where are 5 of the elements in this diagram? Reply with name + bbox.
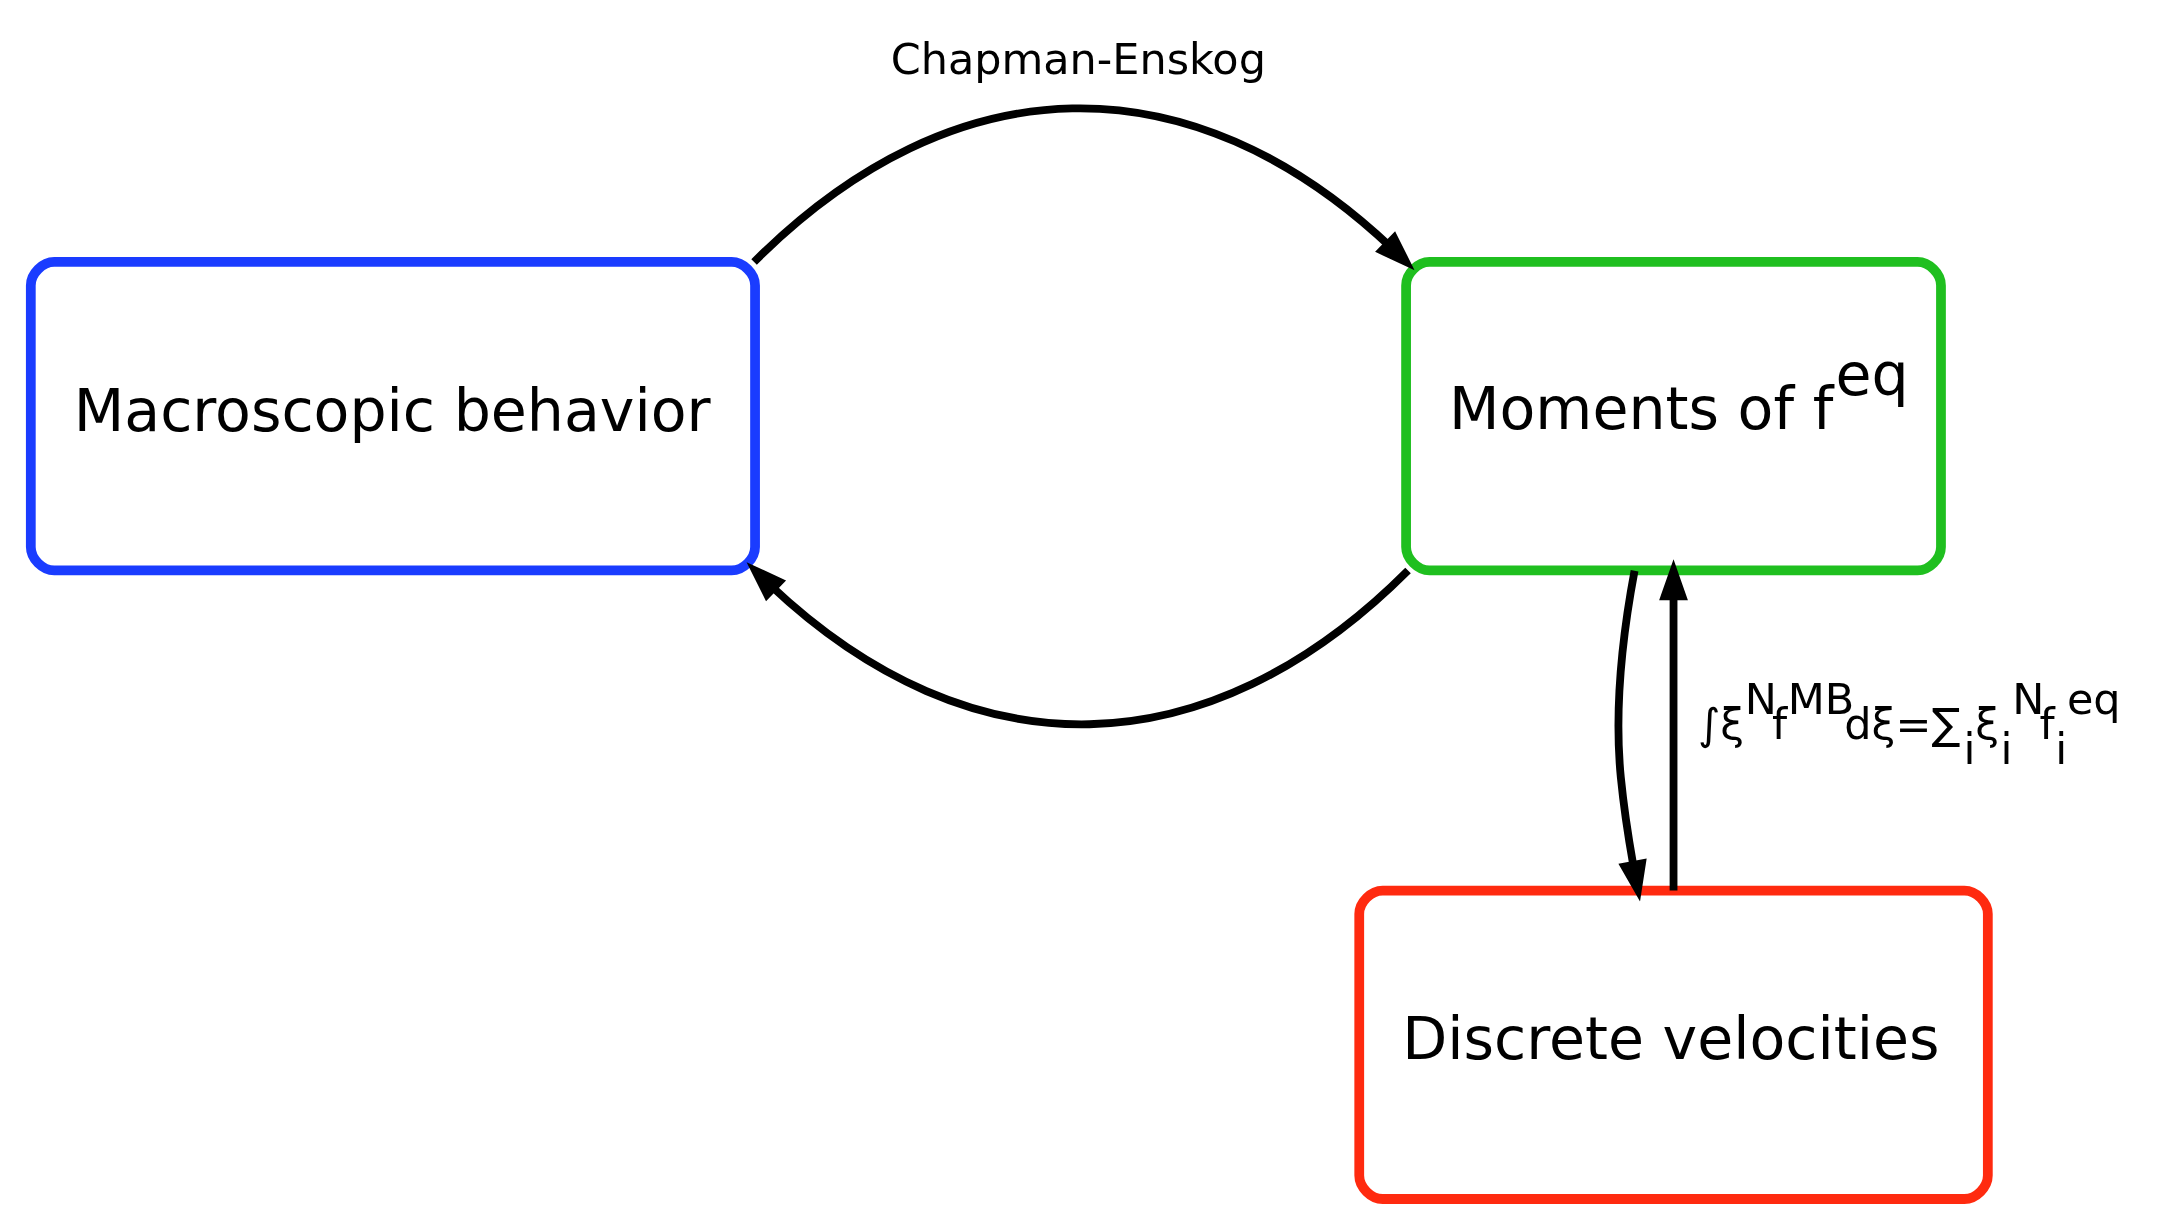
node-box: Discrete velocities xyxy=(1354,885,1993,1204)
arrow xyxy=(751,104,1415,271)
arrow xyxy=(746,562,1411,729)
edge-label: Chapman-Enskog xyxy=(890,33,1266,84)
node-box: Macroscopic behavior xyxy=(25,257,760,576)
